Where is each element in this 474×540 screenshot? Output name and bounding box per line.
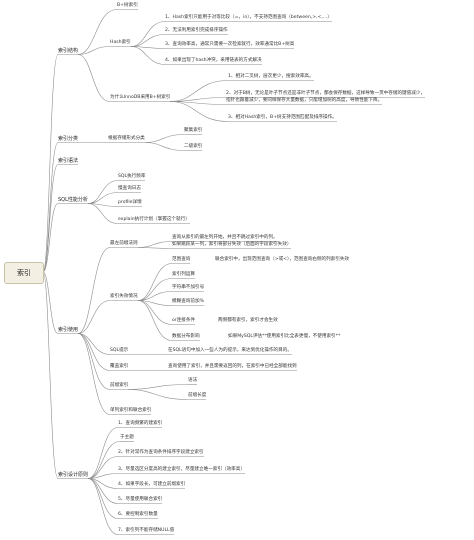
link-root-sql <box>42 203 59 273</box>
link-u2-f6 <box>137 300 173 341</box>
node-u4[interactable]: 覆盖索引 <box>110 364 129 369</box>
node-u1a[interactable]: 查询从索引的最左列开始，并且不跳过索引中的列。 <box>172 235 278 240</box>
note-f6: 如果MySQL评估**使用索引比全表更慢，不使用索引** <box>228 334 341 339</box>
node-h4[interactable]: 4、如果出现了hash冲突，采用链表的方式解决 <box>165 58 262 63</box>
link-structure-hash <box>77 46 111 55</box>
node-btree[interactable]: B+树索引 <box>117 3 138 8</box>
node-h3[interactable]: 3、查询效率高，通常只需要一次检索就行，效率通常比B+树高 <box>165 42 295 47</box>
node-c1[interactable]: 聚集索引 <box>184 128 203 133</box>
link-design-d7 <box>87 478 119 535</box>
node-f3[interactable]: 字符串不加引号 <box>172 285 205 290</box>
link-root-syntax <box>42 164 59 273</box>
link-usage-u2 <box>77 300 111 334</box>
link-sql-s1 <box>87 180 119 204</box>
node-design[interactable]: 索引设计原则 <box>58 472 89 478</box>
node-d2[interactable]: 2、针对常作为查询条件排序字段建立索引 <box>118 450 204 455</box>
link-design-d3 <box>87 473 119 479</box>
node-d1b[interactable]: 于主题 <box>120 435 134 440</box>
link-why-w1 <box>169 80 229 102</box>
link-design-d1 <box>87 427 119 479</box>
node-c2[interactable]: 二级索引 <box>184 144 203 149</box>
link-why-w3 <box>169 101 229 122</box>
node-hash[interactable]: Hash索引 <box>110 40 131 45</box>
link-design-d1b <box>87 441 121 479</box>
node-structure[interactable]: 索引结构 <box>58 48 79 54</box>
link-u2-f3 <box>137 291 173 301</box>
note-f5: 两侧都有索引，索引才会生效 <box>218 318 278 323</box>
link-u2-f5 <box>137 300 173 325</box>
node-category[interactable]: 索引分类 <box>58 136 79 142</box>
link-why-w2b <box>169 101 227 105</box>
node-sql[interactable]: SQL性能分析 <box>58 197 88 203</box>
link-usage-u6 <box>77 333 111 415</box>
node-f2[interactable]: 索引列运算 <box>172 272 195 277</box>
node-u2[interactable]: 索引失效情况 <box>110 294 138 299</box>
link-u2-f2 <box>137 278 173 301</box>
node-d7[interactable]: 7、索引列不能存储NULL值 <box>118 528 175 533</box>
node-u5[interactable]: 前缀索引 <box>110 383 129 388</box>
node-usage[interactable]: 索引使用 <box>58 327 79 333</box>
node-s4[interactable]: explain执行计划（掌握这个就行） <box>118 217 190 222</box>
node-why[interactable]: 为什么InnoDB采用B+树索引 <box>110 95 171 100</box>
node-u6[interactable]: 单列索引和联合索引 <box>110 408 152 413</box>
link-structure-why <box>77 54 111 102</box>
link-cat-c2 <box>144 142 185 151</box>
link-sql-s4 <box>87 203 119 224</box>
node-d6[interactable]: 6、要控制索引数量 <box>118 512 158 517</box>
link-cat-c1 <box>144 134 185 143</box>
node-h2[interactable]: 2、无法利用索引完成排序操作 <box>165 28 228 33</box>
node-f1[interactable]: 范围查询 <box>172 257 191 262</box>
node-u1[interactable]: 最左前缀法则 <box>110 241 138 246</box>
node-f4[interactable]: 模糊查询前加% <box>172 299 204 304</box>
link-design-d5 <box>87 478 119 504</box>
node-d1[interactable]: 1、查询频繁的建索引 <box>118 421 163 426</box>
link-root-usage <box>42 271 59 334</box>
node-d4[interactable]: 4、如果字段长，可建立前缀索引 <box>118 482 186 487</box>
node-u3a[interactable]: 在SQL语句中加入一些人为的提示，来达到优化操作的目的。 <box>168 348 292 353</box>
node-f5[interactable]: or连接条件 <box>172 318 196 323</box>
node-cat[interactable]: 根据存储形式分类 <box>108 136 145 141</box>
note-f1: 联合索引中，出现范围查询（>或<），范围查询右侧的列索引失效 <box>215 257 350 262</box>
link-u1-u1a <box>137 241 173 248</box>
node-s3[interactable]: profile详情 <box>118 200 142 205</box>
node-w2b[interactable]: 指针也跟着减少，要同样保存大量数据，只能增加树的高度，导致性能下降。 <box>226 98 383 103</box>
link-u1-u1b <box>137 247 173 249</box>
node-u5b[interactable]: 前缀长度 <box>188 393 207 398</box>
link-design-d2 <box>87 456 119 479</box>
node-w3[interactable]: 3、相对Hash索引，B+树支持范围匹配及排序操作。 <box>228 115 337 120</box>
link-hash-h1 <box>130 21 166 47</box>
node-h1[interactable]: 1、Hash索引只能用于对等比较（=，in），不支持范围查询（between,>… <box>165 15 332 20</box>
node-s2[interactable]: 慢查询日志 <box>118 186 141 191</box>
node-s1[interactable]: SQL执行频率 <box>118 174 146 179</box>
node-syntax[interactable]: 索引语法 <box>58 158 79 164</box>
node-w1[interactable]: 1、相对二叉树，层次更少，搜索效率高。 <box>228 74 314 79</box>
node-u1b[interactable]: 如果跳跃某一列，索引将部分失效（后面的字段索引失效） <box>172 242 292 247</box>
link-root-structure <box>42 54 59 273</box>
node-u4a[interactable]: 查询使用了索引，并且需要返回的列，在索引中已经全部能找到 <box>168 364 297 369</box>
node-d3[interactable]: 3、尽量选区分度高的建立索引，尽量建立唯一索引（效率高） <box>118 467 245 472</box>
link-usage-u5 <box>77 333 111 390</box>
link-usage-u1 <box>77 247 111 334</box>
link-root-design <box>42 271 59 479</box>
link-sql-s2 <box>87 192 119 204</box>
node-u5a[interactable]: 语法 <box>188 378 198 383</box>
link-sql-s3 <box>87 203 119 207</box>
link-hash-h2 <box>130 34 166 47</box>
link-u5-u5a <box>127 384 189 390</box>
node-w2a[interactable]: 2、对于B树，无论是叶子节点还是非叶子节点，都会保存数据，这样导致一页中存储的键… <box>226 91 426 96</box>
node-u3[interactable]: SQL提示 <box>110 348 129 353</box>
link-structure-btree <box>77 9 118 55</box>
node-d5[interactable]: 5、尽量使用联合索引 <box>118 497 163 502</box>
link-u2-f1 <box>137 263 173 301</box>
root-node[interactable]: 索引 <box>4 262 44 284</box>
link-hash-h4 <box>130 46 166 65</box>
link-u5-u5b <box>127 389 189 400</box>
node-f6[interactable]: 数据分布影响 <box>172 334 200 339</box>
